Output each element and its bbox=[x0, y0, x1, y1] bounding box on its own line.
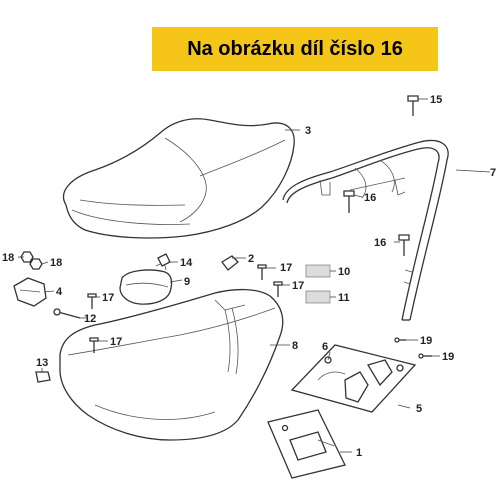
banner-title: Na obrázku díl číslo 16 bbox=[187, 37, 403, 60]
callout-16-a: 16 bbox=[364, 192, 376, 204]
clip-part-2[interactable] bbox=[221, 255, 239, 271]
bolt-part-16b[interactable] bbox=[398, 234, 410, 256]
callout-18-a: 18 bbox=[2, 252, 14, 264]
callout-16-b: 16 bbox=[374, 237, 386, 249]
callout-15: 15 bbox=[430, 94, 442, 106]
callout-1: 1 bbox=[356, 447, 362, 459]
callout-4: 4 bbox=[56, 286, 63, 298]
module-part-9[interactable] bbox=[119, 261, 173, 305]
callout-17-a: 17 bbox=[280, 262, 292, 274]
screw-part-17a[interactable] bbox=[257, 264, 267, 280]
latch-assembly-part-5[interactable] bbox=[290, 344, 417, 413]
callout-17-c: 17 bbox=[102, 292, 114, 304]
callout-17-d: 17 bbox=[110, 336, 122, 348]
callout-10: 10 bbox=[338, 266, 350, 278]
callout-5: 5 bbox=[416, 403, 422, 415]
luggage-box-part[interactable] bbox=[59, 288, 284, 441]
callout-3: 3 bbox=[305, 125, 311, 137]
screw-part-17c[interactable] bbox=[87, 293, 97, 309]
callout-13: 13 bbox=[36, 357, 48, 369]
callout-18-b: 18 bbox=[50, 257, 62, 269]
pin-part-19b[interactable] bbox=[418, 353, 432, 359]
rear-carrier-part[interactable] bbox=[282, 139, 449, 321]
label-part-11[interactable] bbox=[305, 290, 331, 304]
nut-part-18b[interactable] bbox=[29, 258, 43, 270]
callout-9: 9 bbox=[184, 276, 190, 288]
callout-7: 7 bbox=[490, 167, 496, 179]
part-number-banner: Na obrázku díl číslo 16 bbox=[152, 27, 438, 71]
seat-part[interactable] bbox=[62, 118, 295, 239]
callout-2: 2 bbox=[248, 253, 254, 265]
nut-part-13[interactable] bbox=[35, 371, 51, 383]
callout-8: 8 bbox=[292, 340, 298, 352]
bolt-part-16a[interactable] bbox=[343, 190, 355, 213]
bolt-part-15[interactable] bbox=[407, 95, 419, 116]
screw-part-17b[interactable] bbox=[273, 281, 283, 297]
callout-17-b: 17 bbox=[292, 280, 304, 292]
pin-part-19a[interactable] bbox=[394, 337, 406, 343]
callout-19-b: 19 bbox=[442, 351, 454, 363]
callout-labels: 3 7 8 9 14 2 17 17 17 17 10 11 15 16 16 … bbox=[2, 94, 496, 459]
callout-6: 6 bbox=[322, 341, 328, 353]
actuator-box-part-1[interactable] bbox=[267, 409, 346, 479]
bracket-part-4[interactable] bbox=[13, 277, 47, 307]
callout-14: 14 bbox=[180, 257, 193, 269]
callout-12: 12 bbox=[84, 313, 96, 325]
leader-lines bbox=[18, 98, 491, 453]
label-part-10[interactable] bbox=[305, 264, 331, 278]
callout-19-a: 19 bbox=[420, 335, 432, 347]
bolt-part-12[interactable] bbox=[53, 308, 81, 319]
screw-part-17d[interactable] bbox=[89, 337, 99, 353]
callout-11: 11 bbox=[338, 292, 350, 304]
